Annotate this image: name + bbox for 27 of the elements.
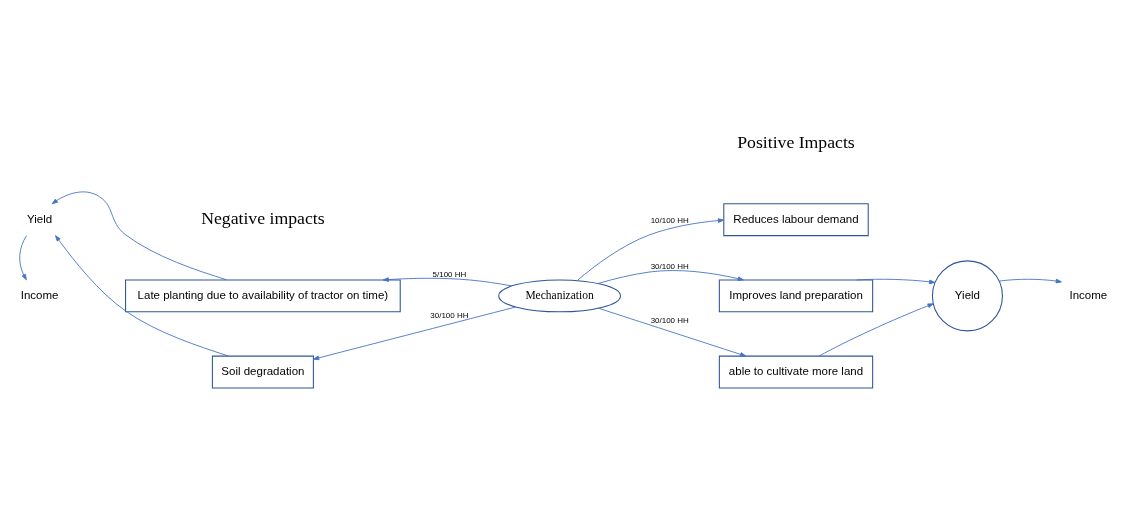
node-circle: Yield bbox=[931, 260, 1003, 332]
arrow bbox=[51, 191, 228, 281]
node-box: Soil degradation bbox=[211, 355, 314, 389]
arrow bbox=[577, 218, 725, 281]
arrow bbox=[856, 278, 936, 285]
label: Positive Impacts bbox=[737, 131, 855, 152]
edge-label: 30/100 HH bbox=[430, 311, 469, 321]
node-text: Income bbox=[20, 288, 59, 301]
label: Negative impacts bbox=[201, 208, 325, 229]
arrow bbox=[313, 306, 516, 361]
edge-label: 5/100 HH bbox=[432, 269, 467, 279]
node-box: able to cultivate more land bbox=[718, 355, 874, 389]
node-box: Improves land preparation bbox=[718, 279, 874, 313]
arrow bbox=[998, 278, 1062, 284]
node-box: Reduces labour demand bbox=[723, 203, 869, 237]
edge-label: 30/100 HH bbox=[650, 315, 689, 325]
arrow bbox=[597, 270, 744, 284]
edge-label: 10/100 HH bbox=[650, 215, 689, 225]
node-text: Income bbox=[1069, 288, 1108, 301]
node-text: Yield bbox=[27, 212, 53, 225]
arrow bbox=[19, 235, 27, 281]
arrow bbox=[818, 303, 934, 357]
arrow bbox=[382, 277, 513, 287]
arrow bbox=[597, 307, 747, 357]
node-ellipse: Mechanization bbox=[498, 279, 621, 313]
arrow bbox=[55, 235, 229, 357]
edge-label: 30/100 HH bbox=[650, 261, 689, 271]
